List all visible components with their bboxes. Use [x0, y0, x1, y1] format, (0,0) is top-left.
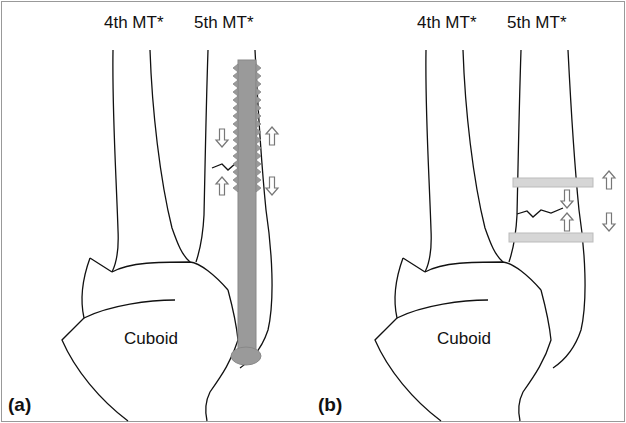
- bone-label: Cuboid: [124, 330, 178, 349]
- bone-label: Cuboid: [437, 330, 491, 349]
- bone-label: 5th MT*: [194, 14, 254, 33]
- bone-label: 4th MT*: [417, 14, 477, 33]
- panel-letter: (b): [318, 395, 342, 416]
- panel-letter: (a): [8, 395, 31, 416]
- bone-label: 4th MT*: [104, 14, 164, 33]
- bone-label: 5th MT*: [507, 14, 567, 33]
